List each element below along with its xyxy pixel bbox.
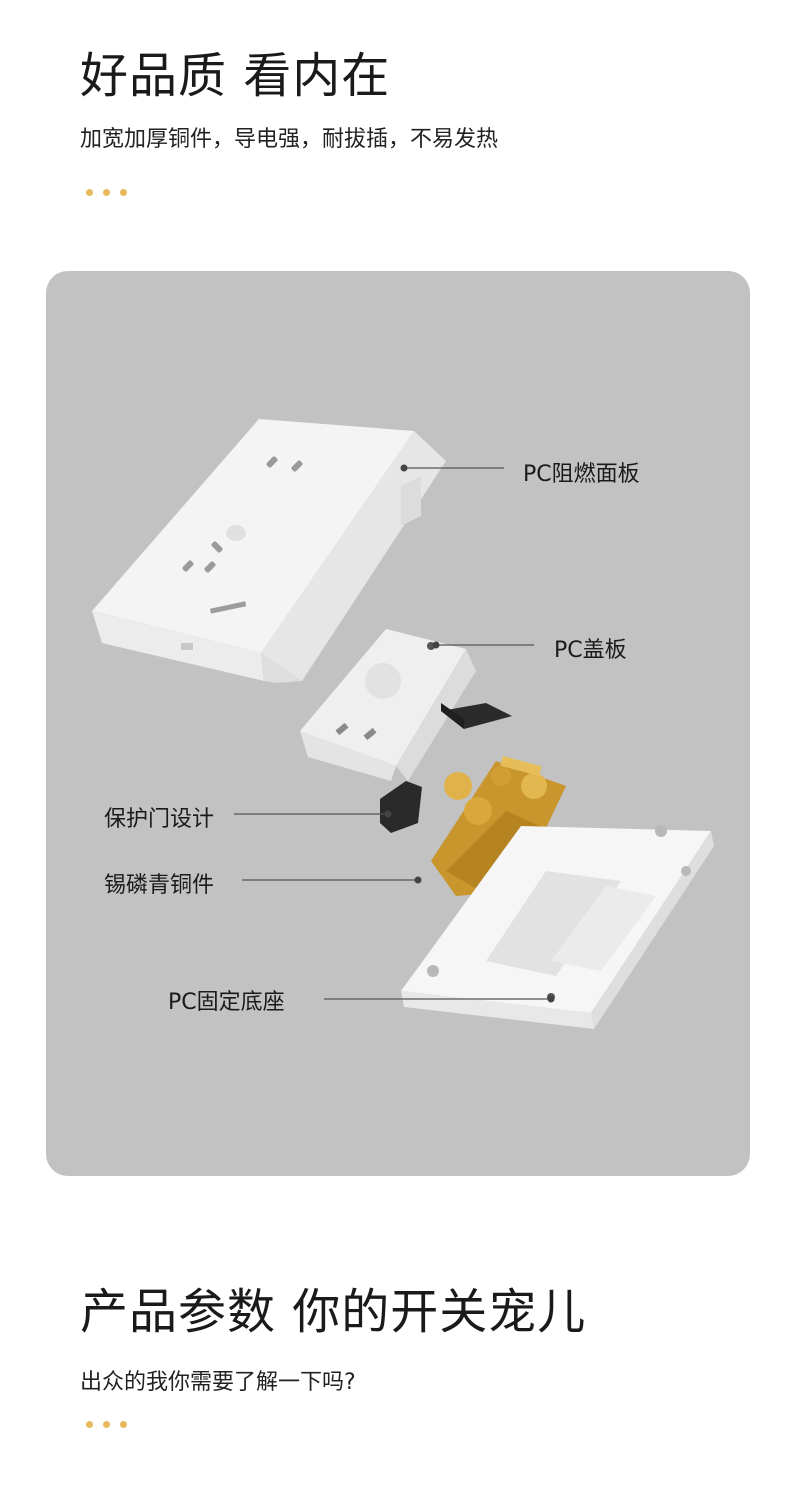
base-illustration (401, 825, 714, 1029)
shutter-parts-illustration (380, 703, 512, 833)
section-subtitle-quality: 加宽加厚铜件，导电强，耐拔插，不易发热 (80, 127, 499, 152)
dot-icon (120, 1421, 127, 1428)
front-panel-illustration (92, 419, 446, 683)
decorative-dots (86, 1421, 127, 1428)
dot-icon (86, 1421, 93, 1428)
label-pc-flame-retardant-panel: PC阻燃面板 (523, 462, 640, 487)
label-pc-fixed-base: PC固定底座 (168, 990, 285, 1015)
section-title-quality: 好品质 看内在 (80, 48, 391, 104)
section-subtitle-parameters: 出众的我你需要了解一下吗? (80, 1370, 356, 1395)
dot-icon (103, 1421, 110, 1428)
label-protective-shutter: 保护门设计 (104, 807, 215, 832)
socket-exploded-illustration (92, 419, 714, 1029)
decorative-dots (86, 189, 127, 196)
leader-lines (234, 464, 555, 1003)
label-pc-cover-plate: PC盖板 (554, 638, 627, 663)
dot-icon (120, 189, 127, 196)
exploded-view-panel: PC阻燃面板 PC盖板 保护门设计 锡磷青铜件 PC固定底座 (46, 271, 750, 1176)
cover-plate-illustration (300, 629, 476, 781)
section-title-parameters: 产品参数 你的开关宠儿 (80, 1284, 587, 1340)
label-tin-phosphor-bronze: 锡磷青铜件 (104, 873, 215, 898)
dot-icon (86, 189, 93, 196)
dot-icon (103, 189, 110, 196)
